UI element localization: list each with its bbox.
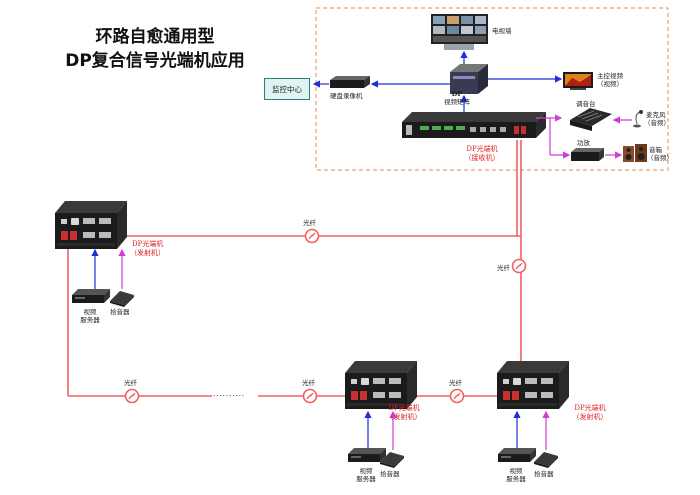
video-recorder-label: 硬盘录像机 bbox=[330, 92, 363, 100]
transmitter-1-label-line2: （发射机） bbox=[130, 249, 165, 257]
audio-pickup-3-label: 拾音器 bbox=[534, 470, 554, 478]
video-wall-icon bbox=[431, 14, 488, 50]
fiber-gap-ellipsis: ·········· bbox=[213, 392, 246, 400]
speaker-label-line2: （音频） bbox=[647, 154, 673, 162]
control-room-boundary bbox=[315, 7, 669, 171]
transmitter-3-icon bbox=[497, 361, 569, 409]
mixer-label: 调音台 bbox=[576, 100, 596, 108]
microphone-label-line2: （音频） bbox=[644, 119, 670, 127]
video-server-1-label-line1: 视频 bbox=[83, 308, 97, 316]
fiber-label: 光纤 bbox=[124, 379, 137, 387]
video-matrix-label-line2: 视频矩阵 bbox=[444, 98, 470, 106]
transmitter-2-label-line1: DP光端机 bbox=[388, 404, 420, 412]
diagram-title-line2: DP复合信号光端机应用 bbox=[65, 51, 245, 71]
receiver-label-line1: DP光端机 bbox=[466, 145, 498, 153]
transmitter-1-label-line1: DP光端机 bbox=[132, 240, 164, 248]
speaker-label-line1: 音箱 bbox=[649, 146, 662, 154]
transmitter-2-icon bbox=[345, 361, 417, 409]
main-display-label-line2: （视频） bbox=[597, 80, 623, 88]
video-wall-label: 电视墙 bbox=[492, 27, 512, 35]
fiber-label: 光纤 bbox=[302, 379, 315, 387]
video-server-3-label-line2: 服务器 bbox=[506, 475, 526, 483]
video-server-1-icon bbox=[72, 289, 110, 303]
amplifier-label: 功放 bbox=[577, 139, 590, 147]
fiber-lines bbox=[67, 140, 522, 397]
transmitter-2-label-line2: （发射机） bbox=[386, 413, 422, 421]
receiver-icon bbox=[402, 112, 546, 138]
video-server-2-icon bbox=[348, 448, 386, 462]
audio-pickup-2-label: 拾音器 bbox=[380, 470, 400, 478]
fiber-icon bbox=[511, 258, 527, 274]
main-display-label-line1: 主控视频 bbox=[597, 72, 623, 80]
main-display-icon bbox=[563, 72, 593, 90]
video-server-2-label-line1: 视频 bbox=[359, 467, 373, 475]
audio-pickup-1-label: 拾音器 bbox=[110, 308, 130, 316]
diagram-title-line1: 环路自愈通用型 bbox=[95, 27, 215, 47]
transmitter-3-label-line2: （发射机） bbox=[572, 413, 608, 421]
audio-pickup-3-icon bbox=[534, 452, 558, 468]
microphone-label-line1: 麦克风 bbox=[646, 111, 666, 119]
audio-pickup-1-icon bbox=[110, 291, 134, 307]
fiber-icon bbox=[304, 228, 320, 244]
fiber-icon bbox=[124, 388, 140, 404]
fiber-icon bbox=[302, 388, 318, 404]
receiver-label-line2: （接收机） bbox=[464, 154, 500, 162]
transmitter-3-label-line1: DP光端机 bbox=[574, 404, 606, 412]
microphone-icon bbox=[633, 110, 643, 128]
video-server-3-icon bbox=[498, 448, 536, 462]
video-server-1-label-line2: 服务器 bbox=[80, 316, 100, 324]
fiber-label: 光纤 bbox=[303, 219, 316, 227]
fiber-label: 光纤 bbox=[497, 264, 510, 272]
video-server-2-label-line2: 服务器 bbox=[356, 475, 376, 483]
audio-signal-lines bbox=[536, 114, 632, 159]
transmitter-1-icon bbox=[55, 201, 127, 249]
video-matrix-label-line1: DP bbox=[451, 90, 463, 98]
mixer-icon bbox=[570, 108, 612, 131]
monitor-center-box: 监控中心 bbox=[264, 78, 310, 100]
video-signal-lines bbox=[312, 50, 563, 112]
video-matrix-icon bbox=[450, 64, 488, 94]
video-server-3-label-line1: 视频 bbox=[509, 467, 523, 475]
speaker-icon bbox=[623, 144, 647, 162]
fiber-icon bbox=[449, 388, 465, 404]
video-recorder-icon bbox=[330, 76, 370, 88]
fiber-label: 光纤 bbox=[449, 379, 462, 387]
amplifier-icon bbox=[571, 148, 604, 161]
